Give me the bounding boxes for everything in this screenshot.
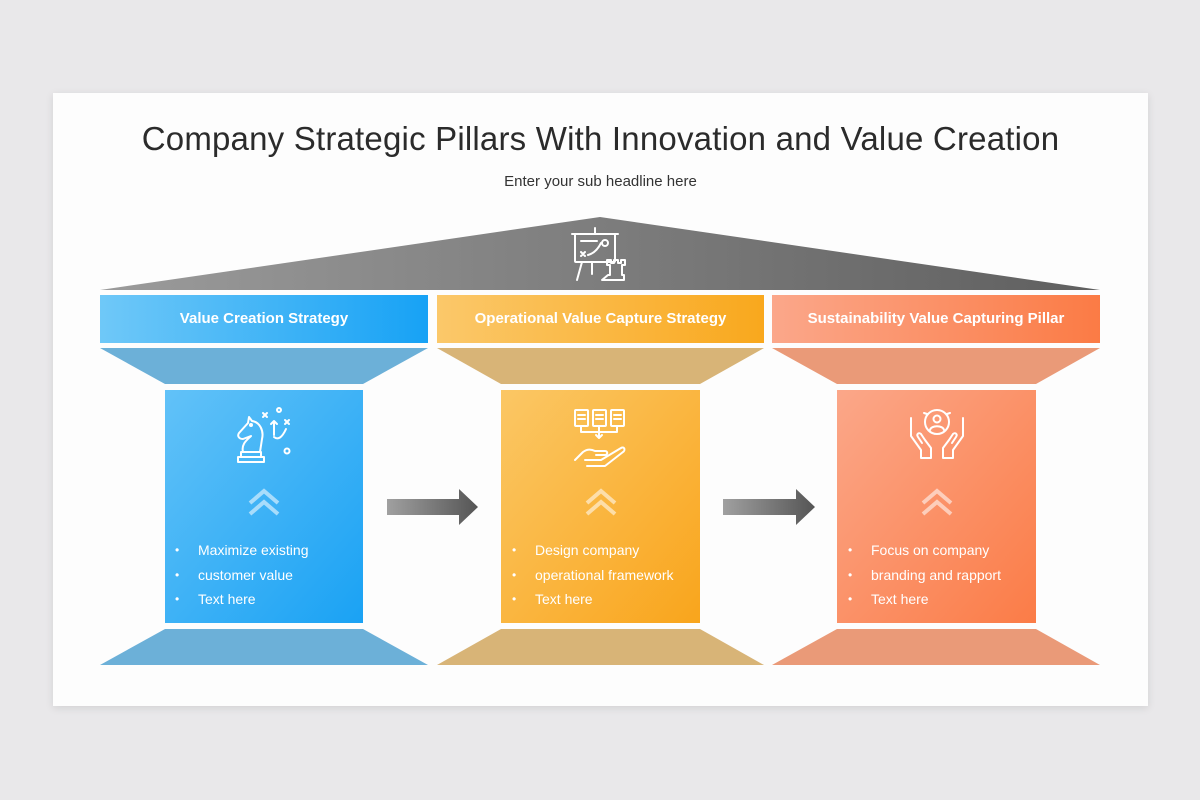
pillar-2-base xyxy=(437,629,764,665)
documents-in-hand-icon xyxy=(574,409,626,467)
chevron-up-icon xyxy=(921,488,953,516)
pillar-3-title: Sustainability Value Capturing Pillar xyxy=(807,310,1065,327)
right-arrow-icon xyxy=(723,489,815,525)
list-item: Text here xyxy=(848,587,1033,612)
list-item: operational framework xyxy=(512,563,697,588)
pillar-1-capital xyxy=(100,348,428,384)
pillar-1-header-band xyxy=(100,295,428,343)
list-item: Focus on company xyxy=(848,538,1033,563)
pillar-3-capital xyxy=(772,348,1100,384)
pillar-3-base xyxy=(772,629,1100,665)
pillar-2-bullet-list: Design company operational framework Tex… xyxy=(512,538,697,612)
pillar-2-header-band xyxy=(437,295,764,343)
pillar-2-title: Operational Value Capture Strategy xyxy=(474,310,727,327)
roof xyxy=(100,217,1100,290)
right-arrow-icon xyxy=(387,489,478,525)
pillar-3-header-band xyxy=(772,295,1100,343)
chess-knight-strategy-icon xyxy=(237,407,291,463)
list-item: Text here xyxy=(512,587,697,612)
strategy-presentation-board-icon xyxy=(571,227,626,281)
pillar-3-bullet-list: Focus on company branding and rapport Te… xyxy=(848,538,1033,612)
pillar-1-title: Value Creation Strategy xyxy=(179,310,349,327)
list-item: Maximize existing xyxy=(175,538,360,563)
list-item: Text here xyxy=(175,587,360,612)
pillar-2-capital xyxy=(437,348,764,384)
pillar-1-bullet-list: Maximize existing customer value Text he… xyxy=(175,538,360,612)
page-subtitle: Enter your sub headline here xyxy=(504,173,697,190)
chevron-up-icon xyxy=(248,488,280,516)
list-item: branding and rapport xyxy=(848,563,1033,588)
list-item: Design company xyxy=(512,538,697,563)
hands-protecting-person-icon xyxy=(910,409,964,459)
chevron-up-icon xyxy=(585,488,617,516)
page-title: Company Strategic Pillars With Innovatio… xyxy=(141,120,1060,157)
pillar-1-base xyxy=(100,629,428,665)
list-item: customer value xyxy=(175,563,360,588)
